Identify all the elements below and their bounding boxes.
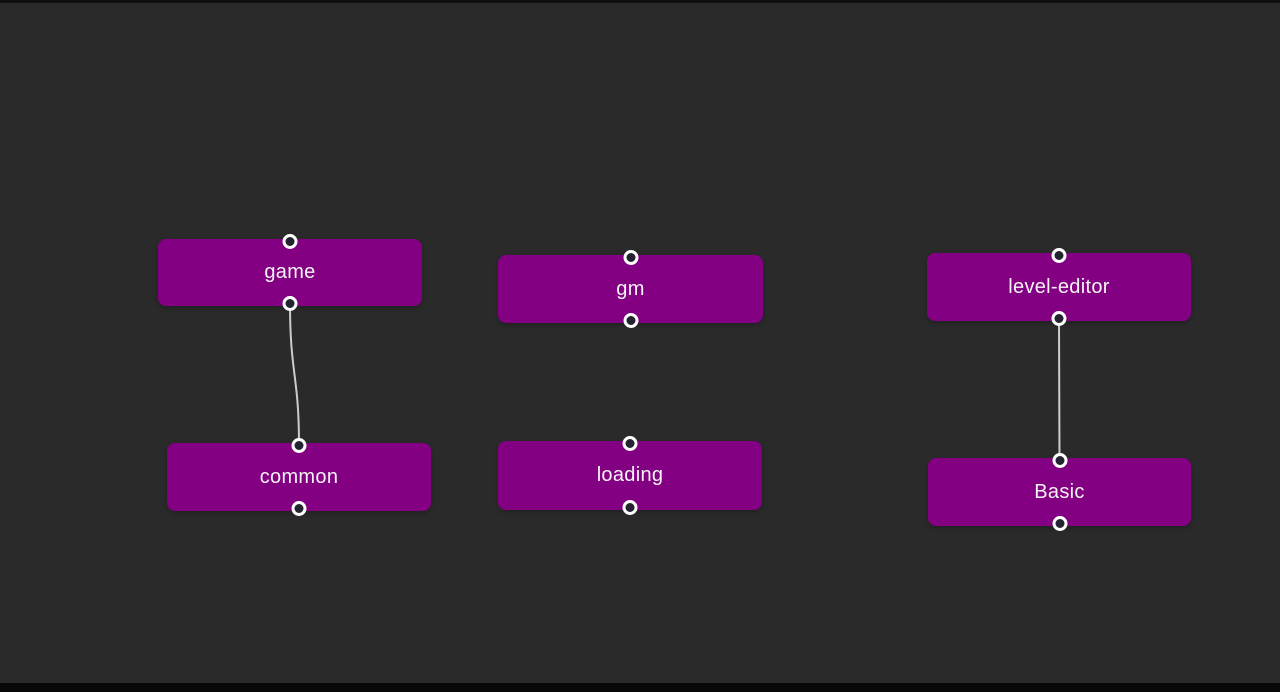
port-top-basic[interactable] — [1052, 453, 1067, 468]
port-top-game[interactable] — [282, 234, 298, 249]
node-loading[interactable]: loading — [498, 436, 762, 515]
node-label-level-editor: level-editor — [1008, 275, 1110, 298]
node-label-game: game — [264, 261, 316, 283]
port-top-common[interactable] — [291, 438, 307, 453]
edge-level-editor-basic[interactable] — [1058, 318, 1061, 461]
port-bottom-loading[interactable] — [622, 500, 638, 515]
node-label-basic: Basic — [1034, 480, 1085, 503]
node-game[interactable]: game — [158, 234, 422, 311]
node-level-editor[interactable]: level-editor — [927, 248, 1191, 326]
port-bottom-game[interactable] — [282, 296, 298, 311]
port-bottom-common[interactable] — [291, 501, 307, 516]
bottom-frame-strip — [0, 683, 1280, 692]
node-label-common: common — [259, 465, 339, 488]
node-basic[interactable]: Basic — [928, 453, 1191, 531]
node-gm[interactable]: gm — [498, 250, 763, 328]
port-top-gm[interactable] — [623, 250, 638, 265]
top-frame-strip — [0, 0, 1280, 3]
edge-game-common[interactable] — [289, 303, 300, 446]
port-bottom-level-editor[interactable] — [1051, 311, 1067, 326]
port-top-loading[interactable] — [622, 436, 638, 451]
node-label-loading: loading — [596, 464, 664, 486]
port-top-level-editor[interactable] — [1051, 248, 1067, 263]
port-bottom-basic[interactable] — [1052, 516, 1067, 531]
node-label-gm: gm — [616, 277, 645, 300]
node-common[interactable]: common — [167, 438, 431, 516]
port-bottom-gm[interactable] — [623, 313, 638, 328]
